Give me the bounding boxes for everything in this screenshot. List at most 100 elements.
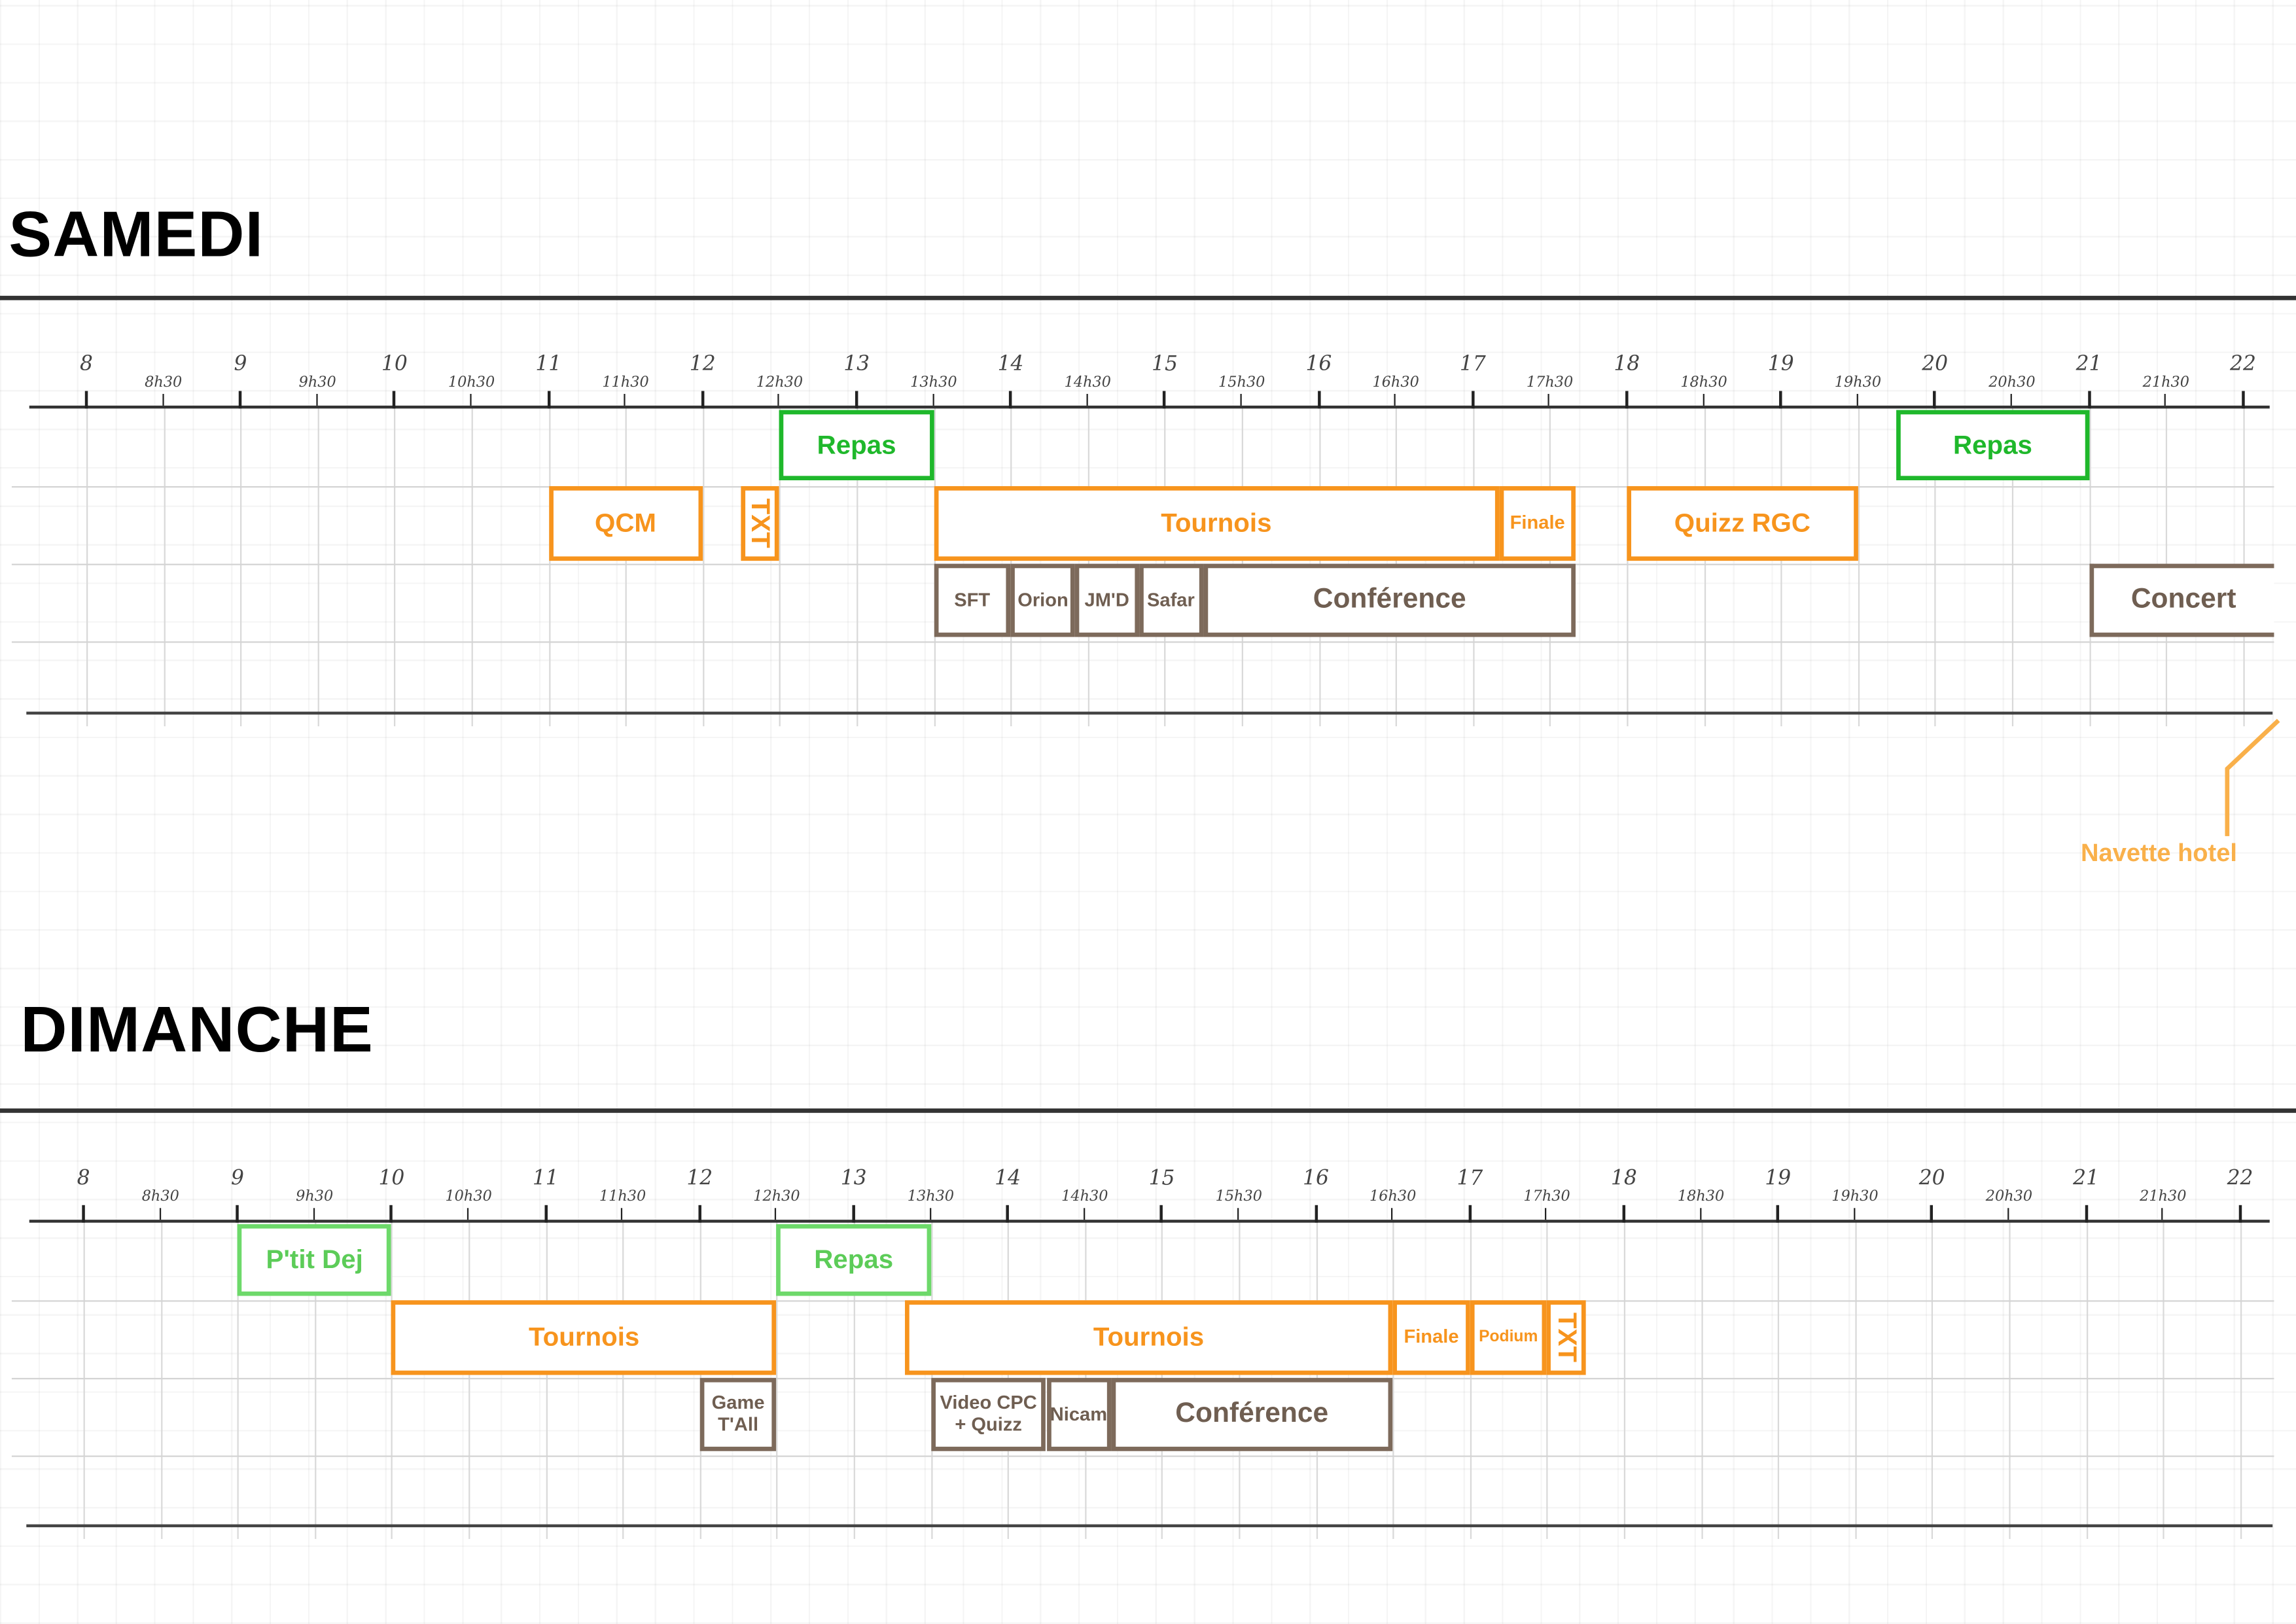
hour-label: 8 xyxy=(80,353,94,377)
hour-label: 14 xyxy=(995,1167,1021,1191)
half-hour-label: 11h30 xyxy=(599,1189,646,1205)
event-tournois[interactable]: Tournois xyxy=(391,1300,777,1375)
grid-line xyxy=(1778,1220,1780,1540)
grid-line xyxy=(702,405,704,726)
event-repas[interactable]: Repas xyxy=(1896,410,2089,481)
event-label: Video CPC + Quizz xyxy=(940,1391,1037,1436)
event-video-cpc-quizz[interactable]: Video CPC + Quizz xyxy=(930,1377,1046,1451)
hour-tick xyxy=(2084,1205,2088,1223)
half-hour-label: 8h30 xyxy=(145,374,183,391)
hour-label: 21 xyxy=(2075,353,2102,377)
half-hour-label: 12h30 xyxy=(753,1189,800,1205)
hour-label: 16 xyxy=(1305,353,1332,377)
half-hour-label: 9h30 xyxy=(296,1189,334,1205)
half-hour-tick xyxy=(1391,1208,1393,1220)
hour-label: 12 xyxy=(686,1167,713,1191)
event-label: Tournois xyxy=(529,1322,640,1352)
grid-line xyxy=(2163,1220,2165,1540)
event-finale[interactable]: Finale xyxy=(1392,1300,1470,1375)
grid-line xyxy=(394,405,397,726)
half-hour-label: 19h30 xyxy=(1831,1189,1879,1205)
event-label: QCM xyxy=(595,508,656,538)
half-hour-tick xyxy=(775,1208,777,1220)
event-label: Game T'All xyxy=(711,1391,765,1436)
half-hour-label: 10h30 xyxy=(448,374,495,391)
event-qcm[interactable]: QCM xyxy=(548,485,703,561)
event-label: JM'D xyxy=(1084,588,1129,610)
hour-label: 13 xyxy=(843,353,870,377)
event-orion[interactable]: Orion xyxy=(1010,563,1076,637)
event-concert[interactable]: Concert xyxy=(2089,563,2274,637)
event-safar[interactable]: Safar xyxy=(1139,563,1203,637)
half-hour-tick xyxy=(1083,1208,1085,1220)
half-hour-label: 8h30 xyxy=(141,1189,179,1205)
event-label: Conférence xyxy=(1175,1398,1329,1430)
half-hour-label: 20h30 xyxy=(1985,1189,2033,1205)
half-hour-tick xyxy=(1394,393,1396,406)
half-hour-tick xyxy=(2007,1208,2009,1220)
hour-tick xyxy=(852,1205,855,1223)
event-game-t-all[interactable]: Game T'All xyxy=(699,1377,777,1451)
event-conf-rence[interactable]: Conférence xyxy=(1110,1377,1393,1451)
hour-tick xyxy=(82,1205,85,1223)
hour-tick xyxy=(1163,391,1167,409)
grid-line xyxy=(237,1220,239,1540)
half-hour-tick xyxy=(1086,393,1088,406)
hour-tick xyxy=(2238,1205,2242,1223)
event-tournois[interactable]: Tournois xyxy=(933,485,1499,561)
half-hour-label: 11h30 xyxy=(602,374,649,391)
grid-line xyxy=(314,1220,316,1540)
grid-line xyxy=(163,405,165,726)
grid-line xyxy=(776,1220,779,1540)
half-hour-tick xyxy=(2164,393,2166,406)
event-label: Finale xyxy=(1510,511,1565,533)
hour-label: 8 xyxy=(77,1167,90,1191)
time-axis xyxy=(29,1220,2270,1223)
hour-tick xyxy=(239,391,242,409)
time-axis xyxy=(29,405,2270,409)
grid-line xyxy=(1935,405,1937,726)
grid-line xyxy=(2240,1220,2242,1540)
event-sft[interactable]: SFT xyxy=(933,563,1011,637)
event-repas[interactable]: Repas xyxy=(776,1224,931,1296)
event-jm-d[interactable]: JM'D xyxy=(1075,563,1139,637)
event-label: Tournois xyxy=(1161,508,1272,538)
event-label: Concert xyxy=(2130,584,2236,616)
event-quizz-rgc[interactable]: Quizz RGC xyxy=(1627,485,1858,561)
hour-tick xyxy=(393,391,397,409)
event-label: P'tit Dej xyxy=(266,1244,363,1275)
hour-tick xyxy=(1006,1205,1010,1223)
event-p-tit-dej[interactable]: P'tit Dej xyxy=(237,1224,392,1296)
half-hour-label: 14h30 xyxy=(1061,1189,1108,1205)
event-txt[interactable]: TXT xyxy=(741,485,780,561)
half-hour-tick xyxy=(1856,393,1858,406)
event-conf-rence[interactable]: Conférence xyxy=(1203,563,1576,637)
grid-line xyxy=(1858,405,1860,726)
half-hour-tick xyxy=(1702,393,1704,406)
section-divider xyxy=(0,296,2296,300)
half-hour-label: 16h30 xyxy=(1369,1189,1417,1205)
row-line xyxy=(11,641,2274,643)
grid-line xyxy=(1704,405,1706,726)
half-hour-label: 17h30 xyxy=(1523,1189,1570,1205)
event-label: Repas xyxy=(817,430,896,459)
event-repas[interactable]: Repas xyxy=(779,410,934,481)
event-podium[interactable]: Podium xyxy=(1470,1300,1547,1375)
hour-label: 22 xyxy=(2227,1167,2253,1191)
event-nicam[interactable]: Nicam xyxy=(1046,1377,1111,1451)
event-finale[interactable]: Finale xyxy=(1498,485,1576,561)
hour-tick xyxy=(84,391,88,409)
hour-tick xyxy=(855,391,858,409)
event-txt[interactable]: TXT xyxy=(1547,1300,1585,1375)
hour-label: 21 xyxy=(2073,1167,2100,1191)
half-hour-tick xyxy=(162,393,164,406)
grid-line xyxy=(391,1220,393,1540)
hour-tick xyxy=(1471,391,1475,409)
grid-line xyxy=(548,405,550,726)
event-label: Podium xyxy=(1479,1328,1538,1347)
grid-line xyxy=(160,1220,162,1540)
event-tournois[interactable]: Tournois xyxy=(904,1300,1393,1375)
grid-line xyxy=(1623,1220,1626,1540)
half-hour-label: 13h30 xyxy=(907,1189,955,1205)
half-hour-tick xyxy=(1240,393,1242,406)
